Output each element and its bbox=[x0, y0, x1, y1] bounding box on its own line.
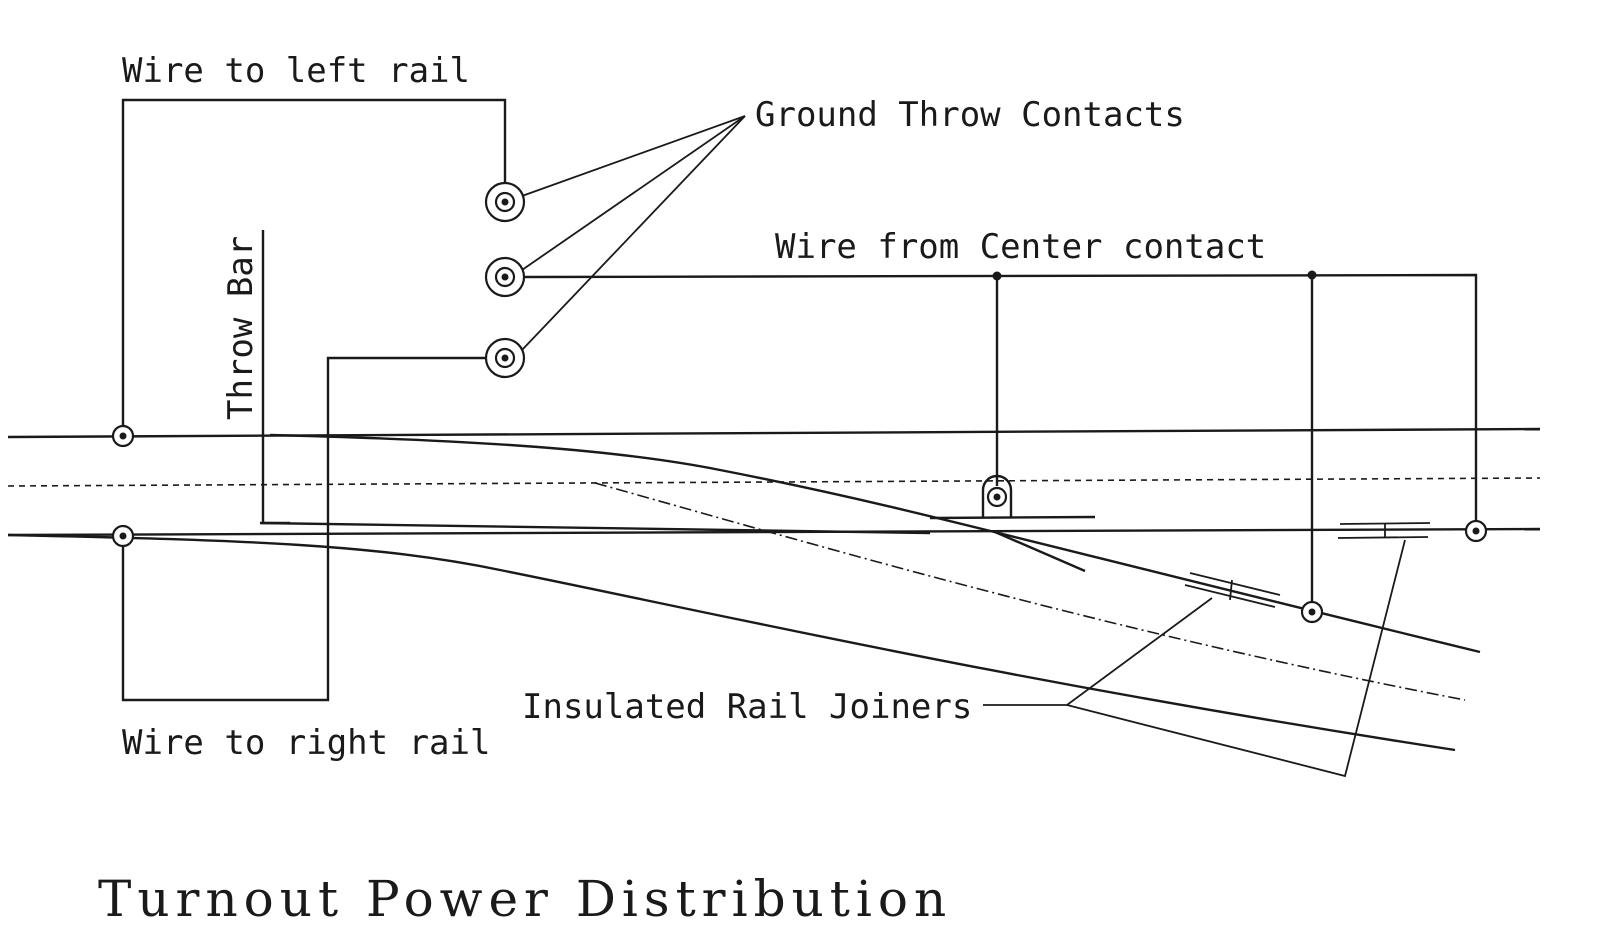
ground-throw-contacts-label: Ground Throw Contacts bbox=[755, 95, 1185, 135]
contact-bottom bbox=[484, 337, 526, 379]
diverging-centerline bbox=[594, 482, 1466, 701]
contact-center bbox=[484, 256, 526, 298]
joiner-straight bbox=[1337, 522, 1431, 539]
frog-wing bbox=[929, 515, 1096, 520]
throw-bar: Throw Bar bbox=[221, 230, 290, 525]
wire-center-contact: Wire from Center contact bbox=[523, 227, 1488, 624]
contact-top bbox=[484, 181, 526, 223]
frog-point-left bbox=[994, 530, 1086, 573]
right-rail bbox=[7, 527, 1541, 537]
joiner-diverging bbox=[1184, 572, 1281, 608]
insulated-rail-joiners-label: Insulated Rail Joiners bbox=[522, 687, 972, 727]
wire-left-rail: Wire to left rail bbox=[111, 51, 507, 448]
wire-center-contact-label: Wire from Center contact bbox=[775, 227, 1266, 267]
throw-bar-label: Throw Bar bbox=[221, 236, 261, 420]
ground-throw-contacts: Ground Throw Contacts bbox=[484, 95, 1185, 379]
feeder-diverging bbox=[1300, 600, 1324, 624]
insulated-rail-joiners: Insulated Rail Joiners bbox=[522, 522, 1431, 778]
diverging-outer-rail bbox=[269, 433, 1481, 654]
diverging-inner-rail bbox=[7, 533, 1456, 752]
diverging-track bbox=[7, 433, 1481, 752]
left-rail bbox=[7, 427, 1541, 439]
wire-right-rail-label: Wire to right rail bbox=[122, 723, 490, 763]
feeder-straight bbox=[1464, 519, 1488, 543]
wire-left-rail-label: Wire to left rail bbox=[122, 51, 470, 91]
closure-rail bbox=[259, 521, 931, 535]
wire-right-rail: Wire to right rail bbox=[111, 356, 490, 763]
diagram-title: Turnout Power Distribution bbox=[98, 870, 952, 928]
frog-feeder bbox=[981, 474, 1013, 517]
